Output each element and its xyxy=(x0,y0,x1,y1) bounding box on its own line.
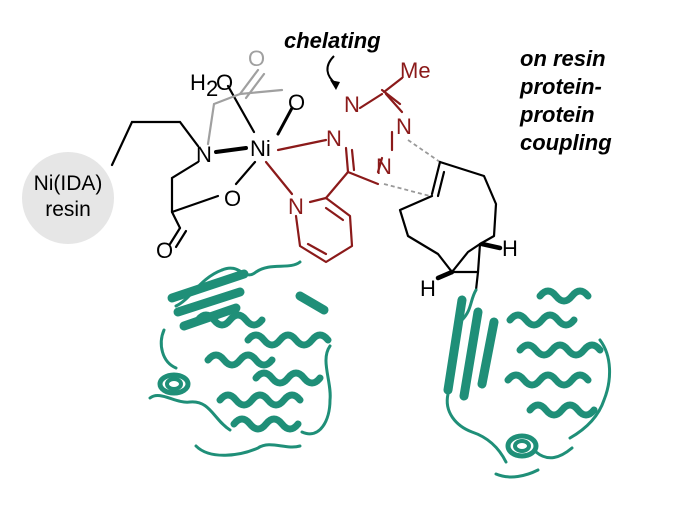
protein-right-ribbon xyxy=(443,287,612,479)
cycloaddition-dashed-bonds xyxy=(383,139,441,197)
pytz-ligand-bonds xyxy=(264,76,404,264)
resin-label-line2: resin xyxy=(45,198,91,221)
atom-water-o: O xyxy=(216,70,233,95)
atom-o-upper: O xyxy=(288,90,305,115)
ida-back-arm xyxy=(206,68,284,146)
atom-n-pyridine: N xyxy=(288,194,304,219)
side-note: on resin protein- protein coupling xyxy=(519,46,612,155)
side-note-line1: on resin xyxy=(520,46,606,71)
chelating-callout: chelating xyxy=(284,28,381,90)
side-note-line2: protein- xyxy=(519,74,602,99)
side-note-line4: coupling xyxy=(520,130,612,155)
atom-water-h: H xyxy=(190,70,206,95)
atom-labels: Ni N O O O O H 2 O N N N N N Me H H xyxy=(156,46,518,301)
resin-label-line1: Ni(IDA) xyxy=(34,172,103,195)
side-note-line3: protein xyxy=(519,102,595,127)
atom-o-lower: O xyxy=(224,186,241,211)
protein-left-ribbon xyxy=(148,260,332,457)
tco-bonds xyxy=(398,160,503,292)
atom-methyl: Me xyxy=(400,58,431,83)
atom-ni: Ni xyxy=(250,136,271,161)
atom-h-left: H xyxy=(420,276,436,301)
atom-tetrazine-n4: N xyxy=(376,154,392,179)
ida-ligand-bonds xyxy=(110,84,294,249)
atom-tetrazine-n3: N xyxy=(396,114,412,139)
atom-n-amine: N xyxy=(196,142,212,167)
atom-o-carbonyl-top: O xyxy=(248,46,265,71)
atom-o-carbonyl-bottom: O xyxy=(156,238,173,263)
callout-text: chelating xyxy=(284,28,381,53)
atom-h-right: H xyxy=(502,236,518,261)
atom-water-subscript: 2 xyxy=(206,76,218,101)
atom-tetrazine-n2: N xyxy=(344,92,360,117)
atom-tetrazine-n1: N xyxy=(326,126,342,151)
resin-bead: Ni(IDA) resin xyxy=(22,152,114,244)
